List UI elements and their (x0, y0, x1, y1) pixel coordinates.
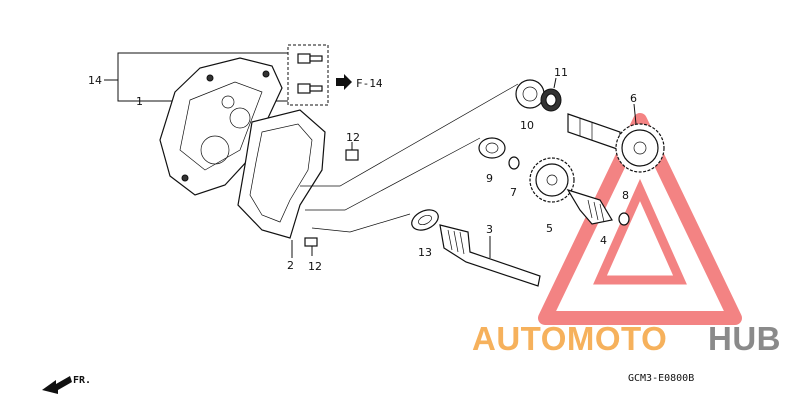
transmission-cover (159, 57, 283, 196)
callout-3: 3 (486, 223, 493, 236)
brand-part1: AUTOMOTO (472, 320, 667, 357)
callout-14: 14 (88, 74, 102, 87)
callout-11: 11 (554, 66, 568, 79)
watermark-brand: AUTOMOTO HUB (472, 320, 781, 357)
reference-label: F-14 (356, 77, 383, 90)
callout-9: 9 (486, 172, 493, 185)
callout-5: 5 (546, 222, 553, 235)
front-arrow-icon (42, 376, 72, 394)
dowel-pin-lower (304, 237, 318, 256)
dowel-pin-upper (345, 142, 359, 161)
callout-13: 13 (418, 246, 432, 259)
output-shaft (439, 224, 541, 287)
bolt-icon (297, 53, 323, 64)
reference-arrow-icon (336, 74, 352, 90)
callout-10: 10 (520, 119, 534, 132)
oil-seal-11 (540, 88, 562, 112)
brand-part2: HUB (708, 320, 781, 357)
gasket (237, 109, 326, 239)
bolt-icon (297, 83, 323, 94)
callout-6: 6 (630, 92, 637, 105)
callout-1: 1 (136, 95, 143, 108)
callout-4: 4 (600, 234, 607, 247)
final-shaft-gear-6 (567, 113, 665, 173)
gear-5 (529, 157, 575, 203)
callout-12-lower: 12 (308, 260, 322, 273)
washer-7 (508, 156, 520, 170)
bolt-group-box (287, 44, 329, 106)
front-marker-label: FR. (73, 375, 91, 386)
callout-2: 2 (287, 259, 294, 272)
callout-8: 8 (622, 189, 629, 202)
callout-12-upper: 12 (346, 131, 360, 144)
assembly-guide-lines (300, 83, 519, 233)
diagram-code: GCM3-E0800B (628, 373, 694, 384)
bearing-9 (478, 137, 506, 159)
bearing-13 (411, 209, 439, 231)
bearing-10 (515, 79, 545, 109)
callout-7: 7 (510, 186, 517, 199)
washer-8 (618, 212, 630, 226)
countershaft (566, 188, 613, 225)
